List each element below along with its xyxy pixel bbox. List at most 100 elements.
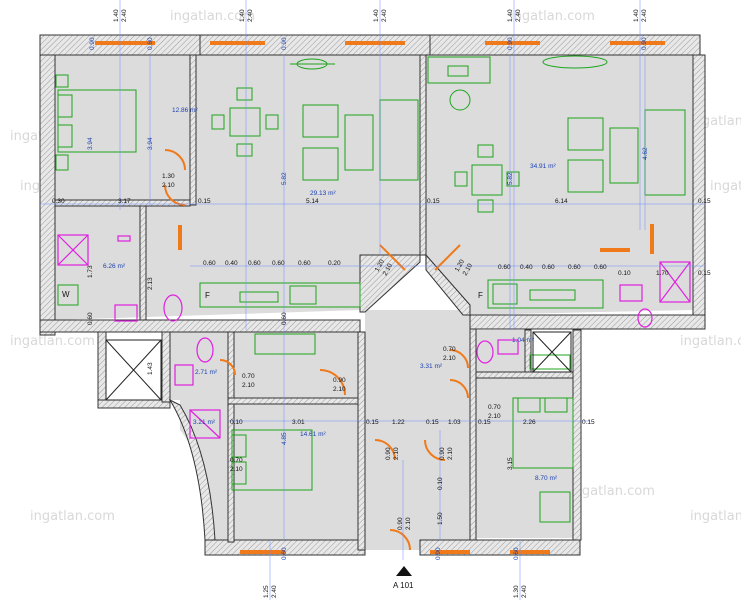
svg-text:0.15: 0.15 [478, 419, 491, 426]
table [229, 107, 261, 137]
svg-text:1.03: 1.03 [448, 419, 461, 426]
svg-text:1.25: 1.25 [263, 585, 270, 598]
bed [512, 397, 574, 469]
wall [357, 331, 366, 551]
shower-diagonal [57, 234, 89, 266]
svg-text:2.13: 2.13 [147, 277, 154, 290]
door-swing [424, 439, 446, 461]
window [485, 41, 540, 45]
svg-text:2.10: 2.10 [447, 447, 454, 460]
wall [469, 328, 477, 545]
pillow [57, 124, 73, 148]
row-dimensions-1: 0.30 3.17 0.15 5.14 0.15 6.14 0.15 [52, 198, 711, 205]
row-dimensions-2: 0.60 0.40 0.60 0.60 0.60 0.20 0.60 0.40 … [203, 260, 711, 277]
furniture [55, 55, 686, 523]
svg-text:3.17: 3.17 [118, 198, 131, 205]
wall [572, 329, 582, 541]
svg-text:1.40: 1.40 [239, 9, 246, 22]
fridge-label: F [205, 291, 210, 300]
room-floor [228, 330, 358, 540]
chair [265, 114, 279, 130]
walls [39, 34, 706, 556]
svg-text:0.15: 0.15 [427, 198, 440, 205]
sanitary [57, 234, 691, 439]
watermark: ingatlan.com [510, 9, 595, 24]
svg-text:0.30: 0.30 [52, 198, 65, 205]
svg-text:2.40: 2.40 [121, 9, 128, 22]
wall [425, 253, 471, 316]
svg-text:1.40: 1.40 [633, 9, 640, 22]
wall [189, 54, 197, 206]
chair [236, 87, 253, 101]
area-label: 3.31 m² [420, 363, 443, 370]
svg-text:4.85: 4.85 [281, 432, 288, 445]
area-label: 2.71 m² [195, 369, 218, 376]
armchair [567, 117, 604, 151]
svg-text:0.90: 0.90 [281, 37, 288, 50]
svg-text:4.62: 4.62 [642, 147, 649, 160]
window [600, 248, 630, 252]
top-dimension-labels: 1.40 2.40 1.40 2.40 1.40 2.40 1.40 2.40 … [89, 9, 648, 50]
svg-text:1.70: 1.70 [656, 270, 669, 277]
svg-text:2.40: 2.40 [521, 585, 528, 598]
stove [289, 285, 317, 305]
svg-text:1.30: 1.30 [162, 173, 175, 180]
watermark: ingatlan.com [170, 9, 255, 24]
window [240, 550, 285, 554]
table [471, 164, 503, 196]
monitor [447, 65, 469, 77]
svg-text:0.60: 0.60 [147, 37, 154, 50]
bed [231, 429, 313, 491]
svg-text:5.14: 5.14 [306, 198, 319, 205]
stove [492, 283, 518, 305]
toilet [196, 337, 214, 363]
svg-text:0.90: 0.90 [641, 37, 648, 50]
kitchen-counter [487, 279, 604, 309]
svg-text:2.40: 2.40 [381, 9, 388, 22]
svg-text:0.60: 0.60 [542, 264, 555, 271]
shafts [105, 331, 572, 401]
window [510, 550, 550, 554]
wall [39, 319, 361, 333]
svg-text:3.94: 3.94 [147, 137, 154, 150]
pillow [231, 461, 247, 485]
shaft [105, 339, 162, 401]
washer-label: W [62, 290, 70, 299]
svg-text:1.40: 1.40 [507, 9, 514, 22]
window [610, 41, 665, 45]
svg-text:0.70: 0.70 [488, 404, 501, 411]
room-area-labels: 12.86 m² 29.13 m² 34.91 m² 6.26 m² 2.71 … [103, 107, 558, 482]
svg-text:2.40: 2.40 [515, 9, 522, 22]
pillow [544, 397, 568, 413]
armchair [567, 159, 604, 193]
svg-text:3.15: 3.15 [507, 457, 514, 470]
svg-text:0.20: 0.20 [328, 260, 341, 267]
shower-diagonal [659, 261, 691, 303]
svg-text:3.01: 3.01 [292, 419, 305, 426]
wall [419, 54, 427, 256]
window [430, 550, 470, 554]
svg-text:5.82: 5.82 [281, 172, 288, 185]
svg-text:2.40: 2.40 [271, 585, 278, 598]
area-label: 29.13 m² [310, 190, 336, 197]
washbasin [114, 304, 138, 322]
svg-text:0.10: 0.10 [437, 477, 444, 490]
svg-text:0.60: 0.60 [203, 260, 216, 267]
room-floor [475, 378, 573, 538]
svg-text:2.10: 2.10 [488, 413, 501, 420]
watermark: ingatlan.com [570, 484, 655, 499]
svg-text:1.50: 1.50 [437, 512, 444, 525]
wall [359, 254, 421, 313]
pillow [57, 94, 73, 118]
svg-text:0.60: 0.60 [568, 264, 581, 271]
wall [429, 34, 701, 56]
bottom-dimension-labels: 1.25 2.40 1.30 2.40 0.60 0.90 0.60 [263, 547, 528, 598]
svg-text:2.10: 2.10 [242, 382, 255, 389]
svg-text:0.70: 0.70 [230, 457, 243, 464]
window [95, 41, 155, 45]
svg-text:0.90: 0.90 [397, 517, 404, 530]
wall [475, 371, 574, 379]
area-label: 14.61 m² [300, 431, 326, 438]
svg-text:0.40: 0.40 [225, 260, 238, 267]
